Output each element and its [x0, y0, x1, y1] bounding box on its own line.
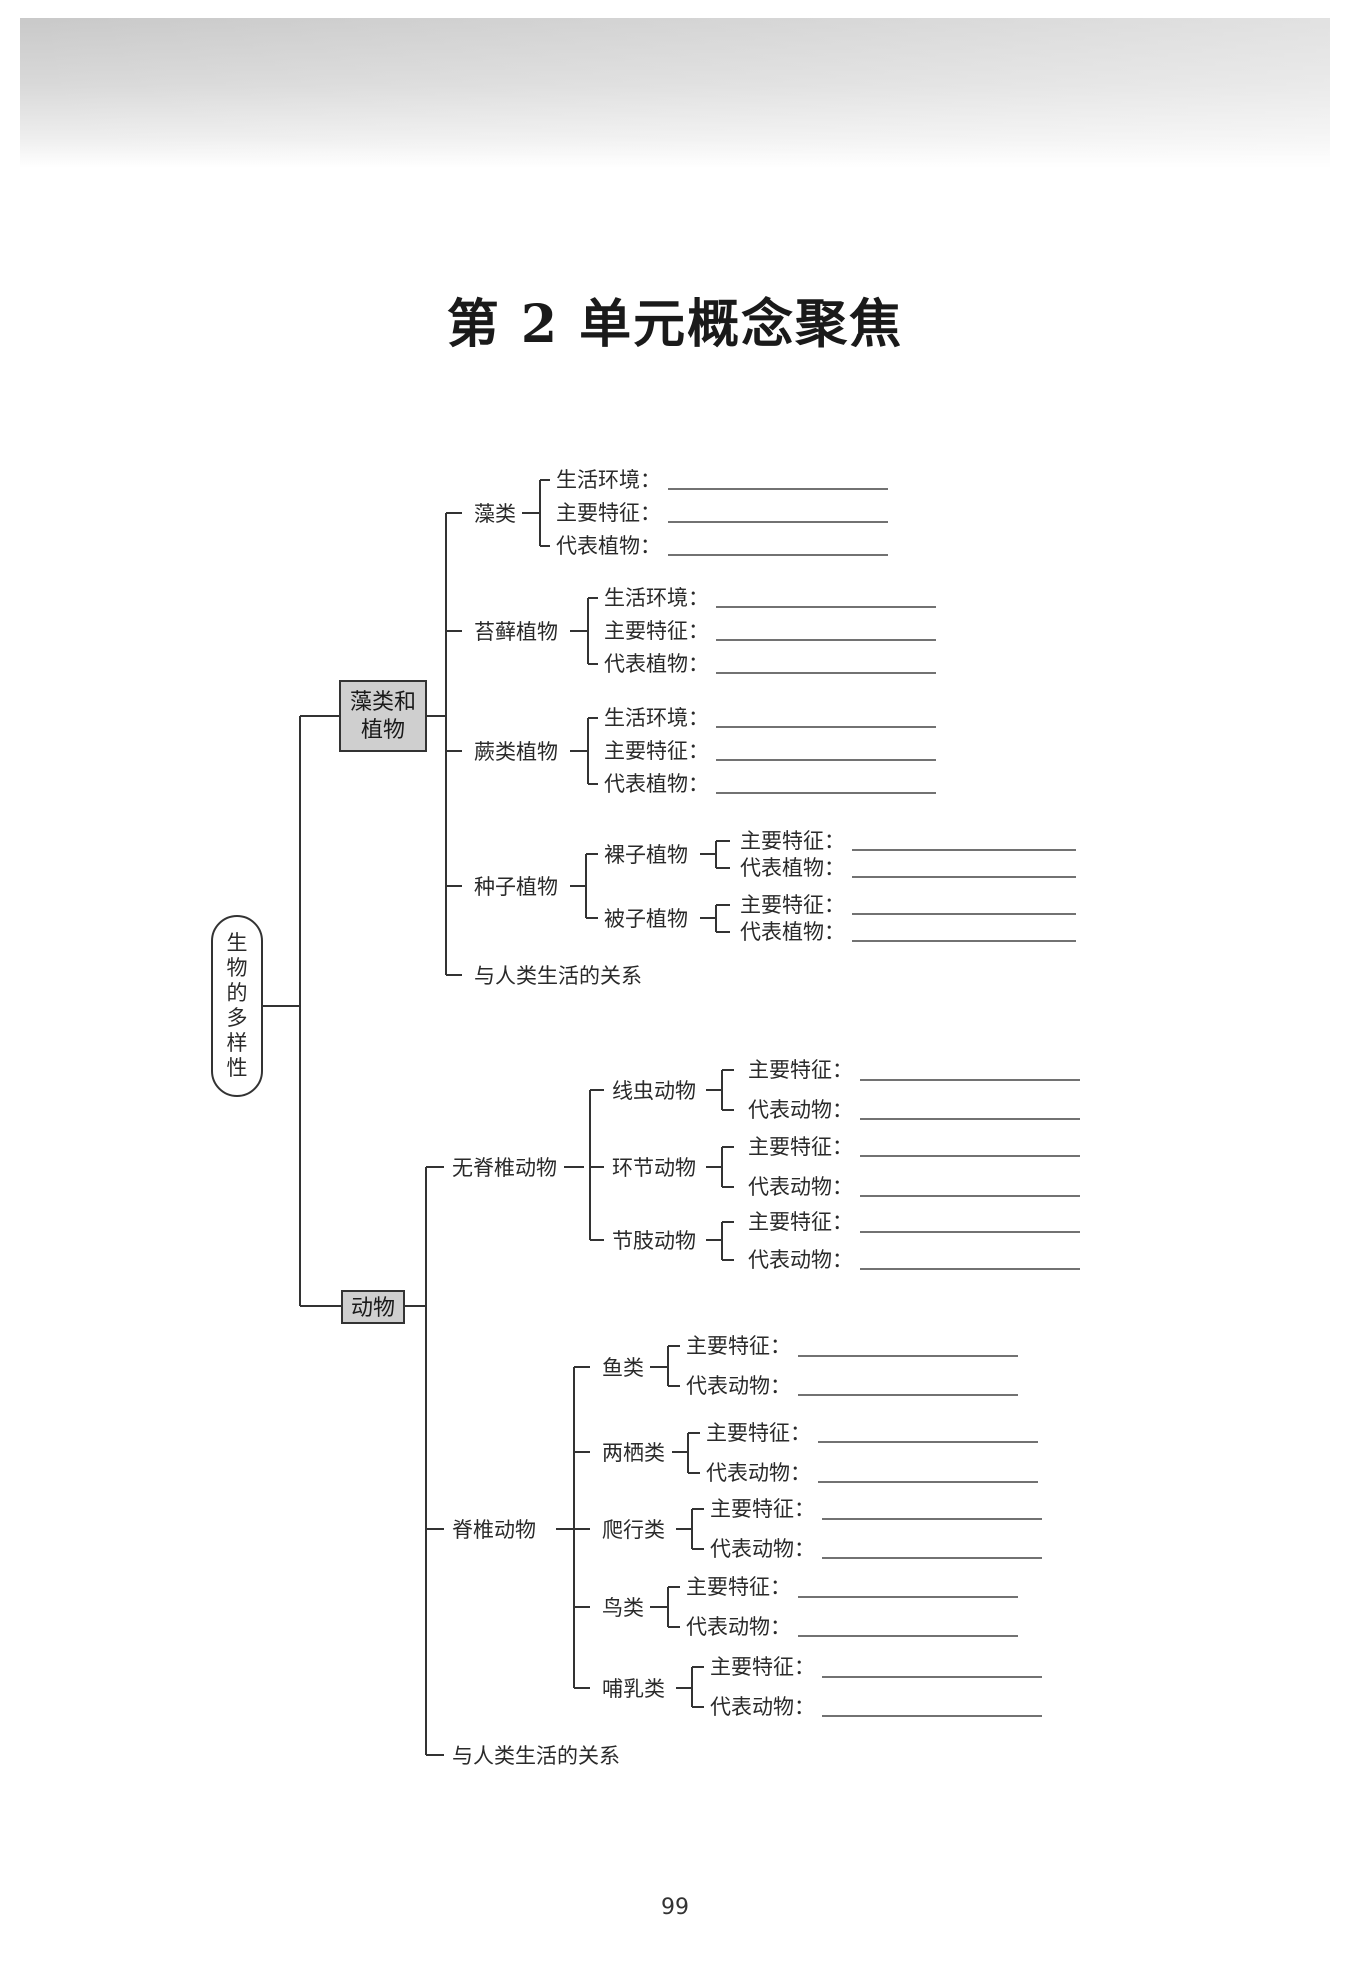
annelid-label: 环节动物 — [612, 1156, 696, 1180]
plants-node: 藻类和 植物 — [339, 680, 427, 752]
animals-label: 动物 — [351, 1296, 395, 1321]
vertebrates-label: 脊椎动物 — [452, 1518, 536, 1542]
field-label: 主要特征： — [748, 1210, 853, 1234]
angiosperm-label: 被子植物 — [604, 907, 688, 931]
arthropod-label: 节肢动物 — [612, 1229, 696, 1253]
field-label: 主要特征： — [604, 739, 709, 763]
field-label: 代表动物： — [748, 1248, 853, 1272]
reptile-label: 爬行类 — [602, 1518, 665, 1542]
field-label: 代表动物： — [706, 1461, 811, 1485]
mammal-label: 哺乳类 — [602, 1677, 665, 1701]
moss-group: 苔藓植物 生活环境： 主要特征： 代表植物： — [474, 586, 936, 676]
plants-connectors — [426, 512, 462, 976]
page-number: 99 — [661, 1895, 689, 1920]
field-label: 主要特征： — [686, 1334, 791, 1358]
scan-shadow-band — [20, 18, 1330, 168]
page-title: 第 2 单元概念聚焦 — [446, 294, 904, 355]
vertebrates-group: 脊椎动物 鱼类 主要特征： 代表动物： 两栖类 主要特征： 代表动物： 爬行类 — [452, 1334, 1042, 1719]
field-label: 生活环境： — [604, 586, 709, 610]
field-label: 代表动物： — [686, 1374, 791, 1398]
field-label: 生活环境： — [604, 706, 709, 730]
plants-label-line1: 藻类和 — [350, 690, 416, 715]
invertebrates-group: 无脊椎动物 线虫动物 主要特征： 代表动物： 环节动物 主要特征： 代表动物： … — [452, 1058, 1080, 1272]
field-label: 主要特征： — [740, 893, 845, 917]
root-char: 样 — [227, 1031, 248, 1055]
field-label: 代表植物： — [740, 920, 845, 944]
field-label: 代表动物： — [748, 1175, 853, 1199]
field-label: 代表植物： — [556, 534, 661, 558]
field-label: 主要特征： — [604, 619, 709, 643]
field-label: 代表植物： — [740, 856, 845, 880]
field-label: 主要特征： — [556, 501, 661, 525]
animals-node: 动物 — [341, 1290, 405, 1324]
seed-plants-group: 种子植物 裸子植物 主要特征： 代表植物： 被子植物 主要特征： 代表植物： — [474, 829, 1076, 944]
field-label: 代表动物： — [748, 1098, 853, 1122]
moss-label: 苔藓植物 — [474, 620, 558, 644]
invertebrates-label: 无脊椎动物 — [452, 1156, 557, 1180]
field-label: 代表植物： — [604, 772, 709, 796]
root-char: 生 — [227, 931, 248, 955]
root-char: 物 — [227, 956, 248, 980]
field-label: 主要特征： — [748, 1058, 853, 1082]
root-char: 性 — [227, 1056, 248, 1080]
root-char: 多 — [227, 1006, 248, 1030]
field-label: 主要特征： — [710, 1497, 815, 1521]
animals-relation-label: 与人类生活的关系 — [452, 1744, 620, 1768]
algae-group: 藻类 生活环境： 主要特征： 代表植物： — [474, 468, 888, 558]
gymnosperm-label: 裸子植物 — [604, 843, 688, 867]
root-char: 的 — [227, 981, 248, 1005]
field-label: 代表动物： — [686, 1615, 791, 1639]
seed-plants-label: 种子植物 — [474, 875, 558, 899]
field-label: 主要特征： — [710, 1655, 815, 1679]
field-label: 主要特征： — [706, 1421, 811, 1445]
amphibian-label: 两栖类 — [602, 1441, 665, 1465]
algae-label: 藻类 — [474, 502, 516, 526]
field-label: 主要特征： — [686, 1575, 791, 1599]
animals-connectors — [404, 1166, 444, 1756]
field-label: 代表动物： — [710, 1695, 815, 1719]
fern-group: 蕨类植物 生活环境： 主要特征： 代表植物： — [474, 706, 936, 796]
field-label: 代表动物： — [710, 1537, 815, 1561]
plants-relation-label: 与人类生活的关系 — [474, 964, 642, 988]
nematode-label: 线虫动物 — [612, 1079, 696, 1103]
field-label: 代表植物： — [604, 652, 709, 676]
root-connectors — [262, 715, 342, 1307]
field-label: 主要特征： — [740, 829, 845, 853]
bird-label: 鸟类 — [602, 1596, 644, 1620]
root-node: 生 物 的 多 样 性 — [211, 915, 263, 1097]
plants-label-line2: 植物 — [361, 718, 405, 743]
fern-label: 蕨类植物 — [474, 740, 558, 764]
field-label: 生活环境： — [556, 468, 661, 492]
fish-label: 鱼类 — [602, 1356, 644, 1380]
field-label: 主要特征： — [748, 1135, 853, 1159]
